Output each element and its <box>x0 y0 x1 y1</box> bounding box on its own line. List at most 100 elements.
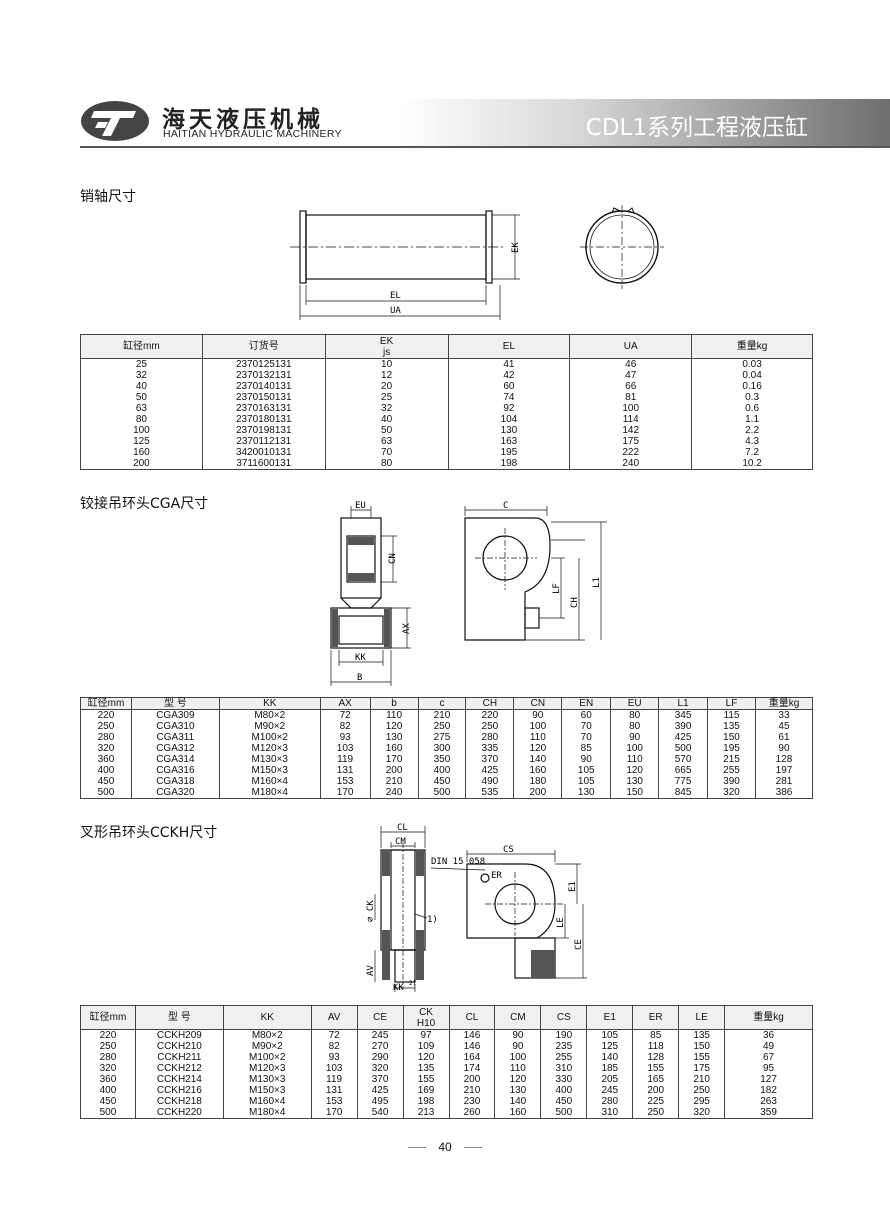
table-cell: 85 <box>632 1029 680 1041</box>
table-cell: 310 <box>540 1063 588 1074</box>
table-cell: 250 <box>80 1041 136 1052</box>
table-cell: 300 <box>417 743 467 754</box>
table-cell: 120 <box>513 743 563 754</box>
label-cm: CM <box>395 837 406 847</box>
column-header: 重量kg <box>724 1005 813 1030</box>
table-cell: 400 <box>417 765 467 776</box>
pin-drawing: EK EL UA <box>290 205 664 320</box>
table-cell: 275 <box>417 732 467 743</box>
table-cell: 125 <box>80 436 203 447</box>
table-cell: 10.2 <box>691 458 813 470</box>
table-cell: 7.2 <box>691 447 813 458</box>
table-cell: 127 <box>724 1074 813 1085</box>
table-cell: M180×4 <box>222 1107 312 1119</box>
table-cell: 169 <box>402 1085 450 1096</box>
table-cell: 2370163131 <box>201 403 326 414</box>
table-cell: 215 <box>707 754 756 765</box>
table-cell: 330 <box>540 1074 588 1085</box>
table-cell: 174 <box>448 1063 496 1074</box>
column-header: L1 <box>658 697 709 710</box>
table-cell: 500 <box>658 743 709 754</box>
label-kk-note: 2) <box>409 980 416 987</box>
table-cell: 150 <box>678 1041 726 1052</box>
table-cell: 205 <box>586 1074 634 1085</box>
column-header: CM <box>494 1005 542 1030</box>
table-cell: 450 <box>80 776 132 787</box>
table-cell: 63 <box>324 436 449 447</box>
table-cell: 310 <box>586 1107 634 1119</box>
table-cell: 320 <box>80 1063 136 1074</box>
table-cell: 0.6 <box>691 403 813 414</box>
column-header: AX <box>319 697 371 710</box>
table-cell: 120 <box>369 721 419 732</box>
column-header: EK js <box>324 334 449 359</box>
label-av: AV <box>366 965 376 976</box>
table-cell: 200 <box>80 458 203 470</box>
column-header: b <box>369 697 419 710</box>
table-cell: 400 <box>80 765 132 776</box>
column-header: LE <box>678 1005 726 1030</box>
label-ek: EK <box>511 242 521 253</box>
table-cell: 400 <box>80 1085 136 1096</box>
table-cell: M150×3 <box>222 1085 312 1096</box>
table-cell: 540 <box>356 1107 404 1119</box>
column-header: CN <box>513 697 563 710</box>
column-header: KK <box>218 697 321 710</box>
table-cell: 72 <box>310 1029 358 1041</box>
table-cell: 775 <box>658 776 709 787</box>
table-cell: 255 <box>707 765 756 776</box>
table-cell: 70 <box>324 447 449 458</box>
table-cell: 490 <box>465 776 515 787</box>
table-cell: 0.3 <box>691 392 813 403</box>
column-header: 型 号 <box>134 1005 224 1030</box>
table-cell: CCKH220 <box>134 1107 224 1119</box>
table-cell: 66 <box>569 381 693 392</box>
label-ce: CE <box>574 939 584 950</box>
table-cell: M100×2 <box>218 732 321 743</box>
table-cell: 320 <box>80 743 132 754</box>
table-cell: 200 <box>632 1085 680 1096</box>
label-le: LE <box>556 917 566 928</box>
table-cell: 135 <box>678 1029 726 1041</box>
table-cell: 570 <box>658 754 709 765</box>
label-kk-2: KK <box>393 983 404 993</box>
table-cell: CGA311 <box>130 732 220 743</box>
table-cell: 425 <box>658 732 709 743</box>
table-cell: 263 <box>724 1096 813 1107</box>
table-cell: 72 <box>319 709 371 721</box>
table-cell: 49 <box>724 1041 813 1052</box>
table-cell: 130 <box>447 425 571 436</box>
table-cell: 220 <box>465 709 515 721</box>
table-cell: 2370112131 <box>201 436 326 447</box>
table-cell: CCKH212 <box>134 1063 224 1074</box>
table-cell: 140 <box>494 1096 542 1107</box>
column-header: 重量kg <box>754 697 814 710</box>
table-cell: 146 <box>448 1029 496 1041</box>
table-cell: 25 <box>324 392 449 403</box>
column-header: c <box>417 697 467 710</box>
table-cell: 195 <box>447 447 571 458</box>
table-cell: 240 <box>569 458 693 470</box>
table-cell: 105 <box>586 1029 634 1041</box>
table-cell: 103 <box>319 743 371 754</box>
table-cell: 105 <box>561 765 612 776</box>
table-cell: 82 <box>319 721 371 732</box>
brand-name-cn: 海天液压机械 <box>162 107 324 133</box>
table-cell: 2370140131 <box>201 381 326 392</box>
table-cell: 95 <box>724 1063 813 1074</box>
column-header: 重量kg <box>691 334 813 359</box>
section-title-cckh: 叉形吊环头CCKH尺寸 <box>80 825 218 841</box>
table-cell: 60 <box>447 381 571 392</box>
table-cell: 210 <box>369 776 419 787</box>
table-cell: 220 <box>80 709 132 721</box>
table-cell: 90 <box>610 732 660 743</box>
